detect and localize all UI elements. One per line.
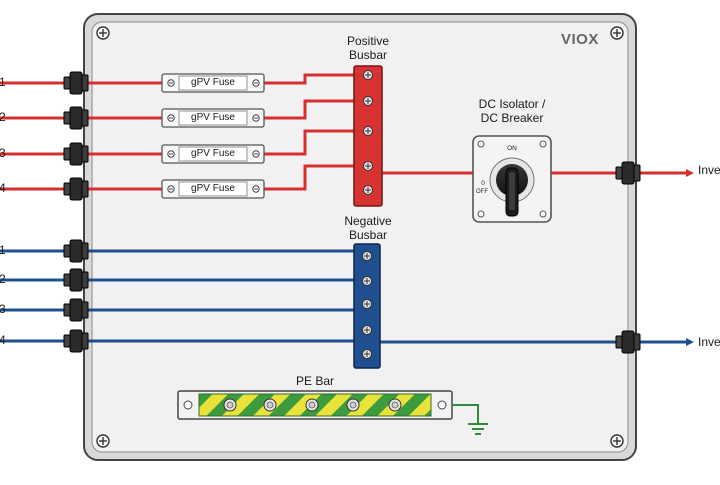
cable-gland-pos-2 (63, 106, 89, 130)
input-label-neg-3: 3 (0, 302, 6, 316)
fuse-label-2: gPV Fuse (191, 112, 235, 123)
positive-busbar-terminal-4 (363, 161, 373, 171)
pe-terminal-3 (305, 398, 319, 412)
positive-busbar-terminal-2 (363, 96, 373, 106)
positive-busbar-terminals (363, 70, 373, 195)
positive-busbar (353, 65, 383, 207)
cable-gland-neg-1 (63, 239, 89, 263)
cable-gland-pos-3 (63, 142, 89, 166)
pe-bar-label: PE Bar (295, 374, 334, 388)
positive-busbar-terminal-1 (363, 70, 373, 80)
dc-isolator: ON 0 OFF (472, 135, 552, 223)
negative-busbar-terminal-4 (362, 325, 372, 335)
input-label-pos-2: 2 (0, 110, 6, 124)
negative-busbar (353, 243, 381, 369)
isolator-zero-label: 0 (481, 180, 485, 187)
isolator-label-line2: DC Breaker (480, 111, 544, 125)
negative-busbar-terminals (362, 251, 372, 359)
input-label-neg-2: 2 (0, 272, 6, 286)
positive-busbar-label: Positive Busbar (326, 34, 410, 62)
isolator-label-line1: DC Isolator / (478, 97, 546, 111)
negative-busbar-terminal-3 (362, 299, 372, 309)
cable-gland-neg-4 (63, 329, 89, 353)
fuse-holder-2 (161, 108, 265, 128)
cable-gland-pos-1 (63, 71, 89, 95)
negative-busbar-label: Negative Busbar (326, 214, 410, 242)
earth-symbol-icon (468, 423, 488, 435)
fuse-label-3: gPV Fuse (191, 148, 235, 159)
fuse-label-1: gPV Fuse (191, 77, 235, 88)
cable-gland-out-neg (615, 330, 641, 354)
positive-busbar-terminal-5 (363, 185, 373, 195)
pe-terminal-4 (346, 398, 360, 412)
corner-screws (96, 26, 624, 448)
cable-gland-neg-2 (63, 268, 89, 292)
isolator-off-label: OFF (476, 189, 488, 195)
output-negative-label: Inve (698, 335, 720, 349)
pe-terminal-2 (263, 398, 277, 412)
input-label-neg-1: 1 (0, 243, 6, 257)
input-label-pos-4: 4 (0, 181, 6, 195)
fuse-holder-1 (161, 73, 265, 93)
positive-busbar-terminal-3 (363, 126, 373, 136)
fuse-holder-3 (161, 144, 265, 164)
input-label-neg-4: 4 (0, 333, 6, 347)
negative-wires (0, 249, 694, 346)
pe-bar (177, 390, 488, 435)
cable-gland-out-pos (615, 161, 641, 185)
cable-gland-pos-4 (63, 177, 89, 201)
fuse-holders (161, 73, 265, 199)
pe-terminal-5 (388, 398, 402, 412)
negative-busbar-terminal-2 (362, 276, 372, 286)
negative-busbar-terminal-1 (362, 251, 372, 261)
positive-busbar-label-line2: Busbar (348, 48, 388, 62)
right-cable-glands (615, 161, 641, 354)
cable-gland-neg-3 (63, 298, 89, 322)
input-label-pos-3: 3 (0, 146, 6, 160)
isolator-label: DC Isolator / DC Breaker (462, 97, 562, 125)
negative-busbar-label-line1: Negative (344, 214, 392, 228)
pe-bar-terminals (223, 398, 402, 412)
brand-logo: VIOX (561, 31, 599, 48)
fuse-holder-4 (161, 179, 265, 199)
pe-terminal-1 (223, 398, 237, 412)
positive-busbar-label-line1: Positive (346, 34, 390, 48)
output-positive-label: Inve (698, 163, 720, 177)
fuse-label-4: gPV Fuse (191, 183, 235, 194)
input-label-pos-1: 1 (0, 75, 6, 89)
negative-busbar-terminal-5 (362, 349, 372, 359)
negative-busbar-label-line2: Busbar (348, 228, 388, 242)
isolator-on-label: ON (507, 145, 517, 152)
left-cable-glands (63, 71, 89, 353)
